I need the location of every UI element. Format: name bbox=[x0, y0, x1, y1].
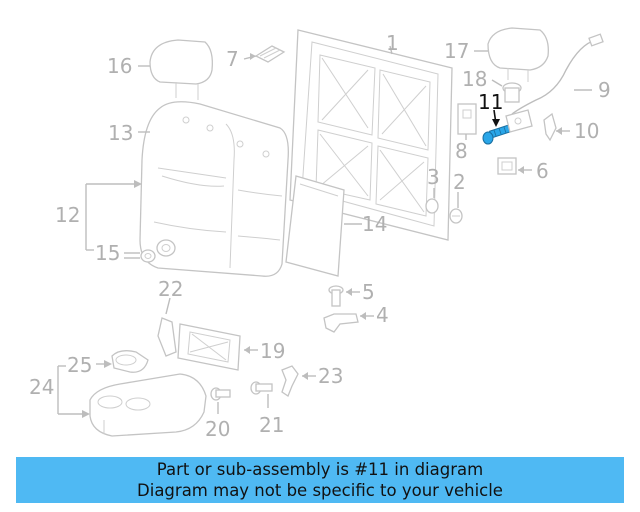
part-21-bolt[interactable] bbox=[250, 381, 273, 395]
part-9-cable[interactable] bbox=[511, 33, 604, 115]
part-3-nut[interactable] bbox=[425, 198, 439, 214]
part-2-bolt[interactable] bbox=[449, 208, 463, 224]
part-17-headrest-right[interactable] bbox=[487, 27, 549, 82]
callout-20: 20 bbox=[205, 417, 230, 441]
callout-24: 24 bbox=[29, 375, 54, 399]
part-8-latch-plate[interactable] bbox=[457, 103, 477, 135]
callout-6: 6 bbox=[536, 159, 549, 183]
callout-16: 16 bbox=[107, 54, 132, 78]
callout-21: 21 bbox=[259, 413, 284, 437]
callout-8: 8 bbox=[455, 139, 468, 163]
part-24-armrest[interactable] bbox=[89, 373, 207, 437]
part-14-pad[interactable] bbox=[285, 175, 345, 277]
callout-15: 15 bbox=[95, 241, 120, 265]
callout-17: 17 bbox=[444, 39, 469, 63]
callout-10: 10 bbox=[574, 119, 599, 143]
callout-13: 13 bbox=[108, 121, 133, 145]
callout-11: 11 bbox=[478, 90, 503, 114]
callout-5: 5 bbox=[362, 280, 375, 304]
callout-25: 25 bbox=[67, 353, 92, 377]
part-25-cup-holder[interactable] bbox=[111, 350, 149, 373]
part-5-bolt[interactable] bbox=[328, 285, 344, 307]
part-20-bolt[interactable] bbox=[210, 387, 231, 401]
callout-7: 7 bbox=[226, 47, 239, 71]
part-10-clip[interactable] bbox=[543, 112, 557, 142]
callout-9: 9 bbox=[598, 78, 611, 102]
part-18-guide[interactable] bbox=[502, 82, 522, 103]
part-15-grommet[interactable] bbox=[140, 239, 176, 263]
part-19-armrest-bracket[interactable] bbox=[177, 323, 241, 371]
callout-14: 14 bbox=[362, 212, 387, 236]
part-7-clip[interactable] bbox=[254, 45, 286, 63]
callout-22: 22 bbox=[158, 277, 183, 301]
callout-1: 1 bbox=[386, 31, 399, 55]
callout-12: 12 bbox=[55, 203, 80, 227]
callout-2: 2 bbox=[453, 170, 466, 194]
part-latch-mechanism[interactable] bbox=[505, 109, 533, 133]
callout-19: 19 bbox=[260, 339, 285, 363]
callout-3: 3 bbox=[427, 165, 440, 189]
part-16-headrest-left[interactable] bbox=[149, 39, 213, 100]
part-4-bracket[interactable] bbox=[323, 313, 359, 333]
banner-line-2: Diagram may not be specific to your vehi… bbox=[137, 481, 503, 500]
part-22-hinge[interactable] bbox=[157, 317, 177, 357]
callout-23: 23 bbox=[318, 364, 343, 388]
part-23-hinge[interactable] bbox=[281, 365, 299, 397]
part-6-bezel[interactable] bbox=[497, 157, 517, 175]
banner-line-1: Part or sub-assembly is #11 in diagram bbox=[156, 460, 484, 479]
info-banner: Part or sub-assembly is #11 in diagram D… bbox=[16, 457, 624, 503]
part-11-bolt[interactable] bbox=[482, 124, 512, 145]
callout-18: 18 bbox=[462, 67, 487, 91]
part-13-seatback-cushion[interactable] bbox=[139, 101, 289, 277]
callout-4: 4 bbox=[376, 303, 389, 327]
parts-diagram: 1 16 7 13 12 bbox=[29, 27, 611, 441]
